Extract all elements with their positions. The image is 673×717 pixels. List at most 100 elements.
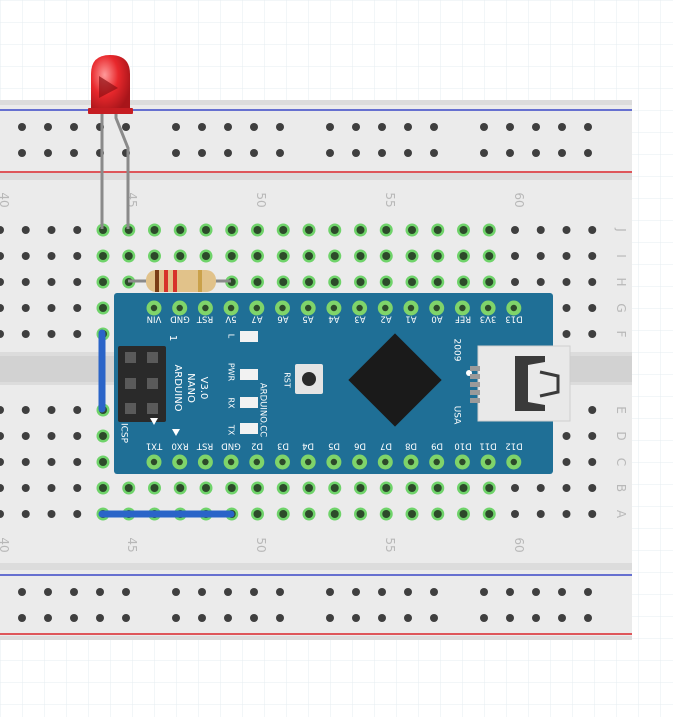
breadboard-hole[interactable] bbox=[352, 614, 360, 622]
breadboard-hole[interactable] bbox=[430, 149, 438, 157]
breadboard-hole[interactable] bbox=[433, 226, 442, 234]
breadboard-hole[interactable] bbox=[224, 149, 232, 157]
breadboard-hole[interactable] bbox=[202, 226, 210, 234]
breadboard-hole[interactable] bbox=[558, 614, 566, 622]
breadboard-hole[interactable] bbox=[588, 252, 597, 260]
header-pin-hole[interactable] bbox=[407, 304, 415, 312]
header-pin-hole[interactable] bbox=[459, 458, 466, 466]
breadboard-hole[interactable] bbox=[532, 588, 540, 596]
header-pin-hole[interactable] bbox=[253, 458, 260, 466]
breadboard-hole[interactable] bbox=[21, 330, 30, 338]
breadboard-hole[interactable] bbox=[21, 278, 30, 286]
breadboard-hole[interactable] bbox=[532, 123, 540, 131]
breadboard-hole[interactable] bbox=[279, 278, 288, 286]
breadboard-hole[interactable] bbox=[279, 484, 288, 492]
breadboard-hole[interactable] bbox=[305, 278, 313, 286]
breadboard-hole[interactable] bbox=[506, 123, 514, 131]
mini-usb-port[interactable] bbox=[470, 345, 571, 422]
breadboard-hole[interactable] bbox=[352, 123, 360, 131]
header-pin-hole[interactable] bbox=[433, 304, 440, 312]
breadboard-hole[interactable] bbox=[0, 278, 4, 286]
breadboard-hole[interactable] bbox=[198, 588, 206, 596]
breadboard-hole[interactable] bbox=[172, 588, 180, 596]
breadboard-hole[interactable] bbox=[584, 614, 592, 622]
breadboard-hole[interactable] bbox=[253, 278, 262, 286]
breadboard-hole[interactable] bbox=[124, 484, 133, 492]
breadboard-hole[interactable] bbox=[18, 149, 26, 157]
breadboard-hole[interactable] bbox=[73, 458, 82, 466]
breadboard-hole[interactable] bbox=[150, 226, 159, 234]
breadboard-hole[interactable] bbox=[0, 304, 4, 312]
breadboard-hole[interactable] bbox=[352, 588, 360, 596]
breadboard-hole[interactable] bbox=[485, 484, 494, 492]
breadboard-hole[interactable] bbox=[0, 484, 4, 492]
breadboard-hole[interactable] bbox=[430, 614, 438, 622]
breadboard-hole[interactable] bbox=[276, 614, 284, 622]
breadboard-hole[interactable] bbox=[480, 588, 488, 596]
breadboard-hole[interactable] bbox=[176, 226, 185, 234]
breadboard-hole[interactable] bbox=[21, 510, 30, 518]
breadboard-hole[interactable] bbox=[506, 149, 514, 157]
breadboard-hole[interactable] bbox=[382, 510, 391, 518]
breadboard-hole[interactable] bbox=[73, 510, 82, 518]
header-pin-hole[interactable] bbox=[253, 304, 260, 312]
header-pin-hole[interactable] bbox=[202, 304, 209, 312]
breadboard-hole[interactable] bbox=[198, 149, 206, 157]
breadboard-hole[interactable] bbox=[18, 588, 26, 596]
breadboard-hole[interactable] bbox=[73, 432, 82, 440]
breadboard-hole[interactable] bbox=[382, 278, 391, 286]
breadboard-hole[interactable] bbox=[536, 278, 545, 286]
header-pin-hole[interactable] bbox=[356, 458, 363, 466]
breadboard-hole[interactable] bbox=[404, 123, 412, 131]
breadboard-hole[interactable] bbox=[433, 252, 442, 260]
breadboard-hole[interactable] bbox=[430, 123, 438, 131]
breadboard-hole[interactable] bbox=[511, 252, 519, 260]
breadboard-hole[interactable] bbox=[588, 278, 597, 286]
breadboard-hole[interactable] bbox=[382, 484, 391, 492]
breadboard-hole[interactable] bbox=[511, 278, 519, 286]
breadboard-hole[interactable] bbox=[326, 123, 334, 131]
header-pin-hole[interactable] bbox=[150, 458, 158, 466]
breadboard-hole[interactable] bbox=[73, 406, 82, 414]
breadboard-hole[interactable] bbox=[558, 588, 566, 596]
breadboard-hole[interactable] bbox=[305, 252, 313, 260]
breadboard-hole[interactable] bbox=[250, 123, 258, 131]
header-pin-hole[interactable] bbox=[510, 304, 517, 312]
breadboard-hole[interactable] bbox=[0, 252, 4, 260]
breadboard-hole[interactable] bbox=[536, 484, 545, 492]
header-pin-hole[interactable] bbox=[227, 458, 235, 466]
breadboard-hole[interactable] bbox=[224, 588, 232, 596]
breadboard-hole[interactable] bbox=[70, 149, 78, 157]
breadboard-hole[interactable] bbox=[44, 123, 52, 131]
breadboard-hole[interactable] bbox=[176, 252, 185, 260]
breadboard-hole[interactable] bbox=[21, 252, 30, 260]
breadboard-hole[interactable] bbox=[356, 278, 365, 286]
breadboard-hole[interactable] bbox=[47, 432, 56, 440]
breadboard-hole[interactable] bbox=[382, 226, 391, 234]
breadboard-hole[interactable] bbox=[562, 510, 571, 518]
breadboard-hole[interactable] bbox=[202, 484, 210, 492]
breadboard-hole[interactable] bbox=[44, 149, 52, 157]
breadboard-hole[interactable] bbox=[330, 278, 339, 286]
breadboard-hole[interactable] bbox=[198, 123, 206, 131]
breadboard-hole[interactable] bbox=[253, 226, 262, 234]
breadboard-hole[interactable] bbox=[562, 252, 571, 260]
breadboard-hole[interactable] bbox=[536, 510, 545, 518]
header-pin-hole[interactable] bbox=[330, 304, 338, 312]
breadboard-hole[interactable] bbox=[47, 406, 56, 414]
breadboard-hole[interactable] bbox=[276, 149, 284, 157]
breadboard-hole[interactable] bbox=[562, 278, 571, 286]
breadboard-hole[interactable] bbox=[404, 588, 412, 596]
breadboard-hole[interactable] bbox=[99, 432, 107, 440]
breadboard-hole[interactable] bbox=[279, 510, 288, 518]
breadboard-hole[interactable] bbox=[330, 252, 339, 260]
breadboard-hole[interactable] bbox=[356, 226, 365, 234]
breadboard-hole[interactable] bbox=[330, 226, 339, 234]
breadboard-hole[interactable] bbox=[250, 149, 258, 157]
breadboard-hole[interactable] bbox=[459, 484, 468, 492]
breadboard-hole[interactable] bbox=[227, 226, 236, 234]
breadboard-hole[interactable] bbox=[404, 149, 412, 157]
breadboard-hole[interactable] bbox=[326, 149, 334, 157]
breadboard-hole[interactable] bbox=[0, 458, 4, 466]
breadboard-hole[interactable] bbox=[18, 123, 26, 131]
